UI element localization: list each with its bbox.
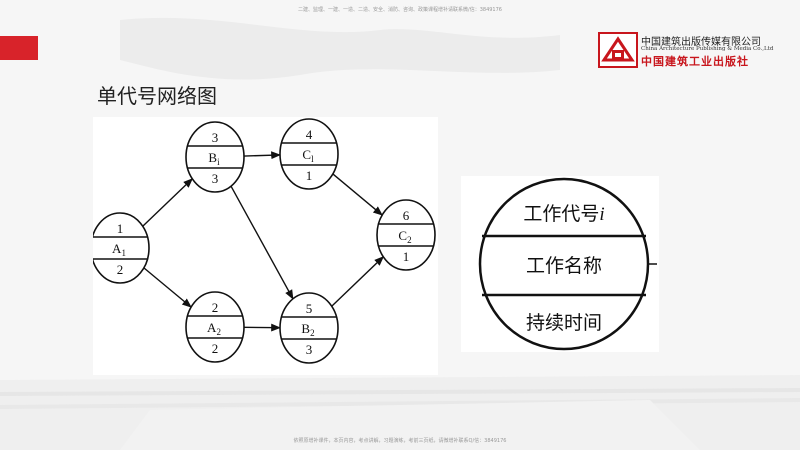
node-shape [279,292,339,364]
network-node-c2: 6C2 1 [376,199,436,271]
network-node-b2: 5B2 3 [279,292,339,364]
legend-code-text: 工作代号 [523,203,599,225]
node-name-letter: A [112,241,122,256]
node-duration: 3 [306,342,313,357]
node-shape [185,291,245,363]
node-name-subscript: 2 [216,327,221,337]
accent-tab [0,36,38,60]
node-name-letter: B [208,150,217,165]
node-name-letter: C [398,228,407,243]
edge-b1-c1 [243,151,281,160]
header-note: 二建、监理、一建、一造、二造、安全、消防、咨询、政策课程增补请联系微/信：384… [298,7,502,13]
node-name-letter: A [207,320,217,335]
node-legend-panel: 工作代号i 工作名称 持续时间 [461,176,659,352]
node-code: 3 [212,130,219,145]
edge-b1-b2 [230,185,294,300]
publisher-name-cn-2: 中国建筑工业出版社 [641,55,749,68]
node-code: 2 [212,300,219,315]
legend-code-var: i [599,204,604,225]
node-name-subscript: 2 [310,328,315,338]
node-name: Bi [208,150,220,167]
legend-code-label: 工作代号i [523,203,604,225]
node-name: B2 [301,321,314,338]
footer-note: 依照原增补课件，本页内容，考点讲解，习题演练，考前三页纸，请微增补联系Q/信：3… [293,438,507,444]
node-name-letter: C [302,147,311,162]
node-shape [376,199,436,271]
node-name-letter: B [301,321,310,336]
node-name-subscript: 1 [121,248,126,258]
node-name-subscript: l [311,154,314,164]
node-duration: 1 [403,249,410,264]
legend-name-label: 工作名称 [526,255,602,277]
network-node-c1: 4Cl 1 [279,118,339,190]
publisher-logo-icon [598,32,638,68]
node-name-subscript: 2 [407,235,412,245]
node-duration: 2 [117,262,124,277]
legend-duration-label: 持续时间 [526,312,602,334]
page-title: 单代号网络图 [97,84,217,108]
node-name: A2 [207,320,221,337]
edge-a1-b1 [142,178,193,227]
edge-b2-c2 [331,256,385,307]
node-name: C2 [398,228,411,245]
node-duration: 2 [212,341,219,356]
node-code: 1 [117,221,124,236]
node-duration: 3 [212,171,219,186]
node-code: 4 [306,127,313,142]
node-name: Cl [302,147,314,164]
node-shape [279,118,339,190]
node-code: 5 [306,301,313,316]
node-name: A1 [112,241,126,258]
node-legend: 工作代号i 工作名称 持续时间 [478,177,657,351]
node-duration: 1 [306,168,313,183]
node-shape [185,121,245,193]
publisher-name-en: China Architecture Publishing & Media Co… [641,46,774,52]
publisher-name-cn: 中国建筑出版传媒有限公司 [641,37,761,48]
edge-a1-a2 [143,267,192,308]
node-name-subscript: i [217,157,220,167]
node-code: 6 [403,208,410,223]
edge-c1-c2 [332,173,383,216]
